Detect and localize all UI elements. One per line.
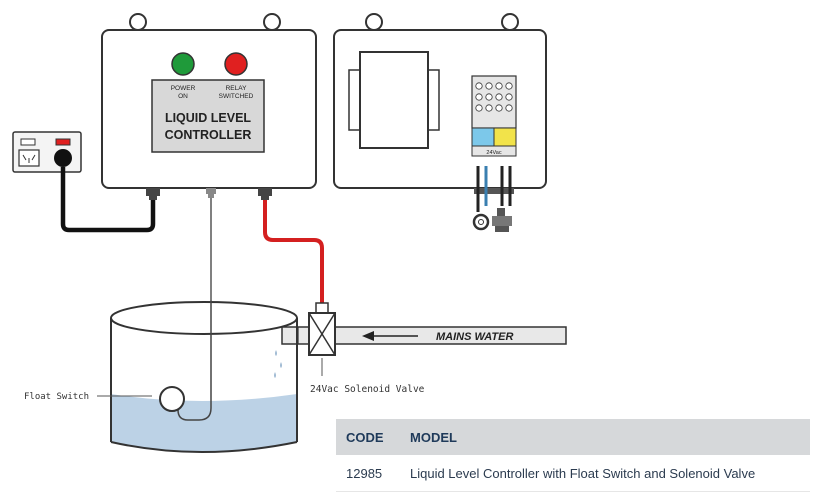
water-tank (110, 301, 298, 453)
power-cable (60, 167, 156, 233)
power-outlet (12, 131, 82, 173)
table-header-row: CODE MODEL (336, 419, 810, 455)
power-led (171, 52, 195, 76)
controller-title-line1: LIQUID LEVEL (165, 111, 251, 125)
controller-label-panel (151, 79, 265, 153)
column-header-model: MODEL (400, 419, 810, 455)
terminal-voltage-label: 24Vac (486, 150, 501, 156)
column-header-code: CODE (336, 419, 400, 455)
solenoid-cable (263, 200, 324, 304)
terminal-box: 24Vac (333, 13, 547, 194)
water-drips (274, 350, 282, 378)
table-cell-code: 12985 (336, 455, 400, 492)
power-label-line2: ON (178, 93, 188, 100)
float-switch: Float Switch (24, 300, 212, 421)
float-switch-label: Float Switch (24, 392, 89, 402)
mains-water-pipe: MAINS WATER (281, 326, 567, 345)
relay-label-line2: SWITCHED (219, 93, 254, 100)
terminal-block: 24Vac (471, 75, 517, 157)
relay-label-line1: RELAY (226, 85, 247, 92)
solenoid-icon (492, 208, 512, 232)
power-plug (54, 149, 72, 167)
sensor-wires (472, 166, 512, 232)
relay-led (224, 52, 248, 76)
water-fill (111, 394, 297, 452)
solenoid-valve-label: 24Vac Solenoid Valve (310, 384, 425, 395)
spec-table: CODE MODEL 12985 Liquid Level Controller… (336, 419, 810, 492)
table-cell-model: Liquid Level Controller with Float Switc… (400, 455, 810, 492)
controller-title-line2: CONTROLLER (165, 128, 252, 142)
mains-water-label: MAINS WATER (436, 331, 513, 343)
solenoid-valve: 24Vac Solenoid Valve (308, 302, 425, 395)
table-row: 12985 Liquid Level Controller with Float… (336, 455, 810, 492)
power-label-line1: POWER (171, 85, 196, 92)
controller-box: POWER ON RELAY SWITCHED LIQUID LEVEL CON… (101, 13, 317, 200)
